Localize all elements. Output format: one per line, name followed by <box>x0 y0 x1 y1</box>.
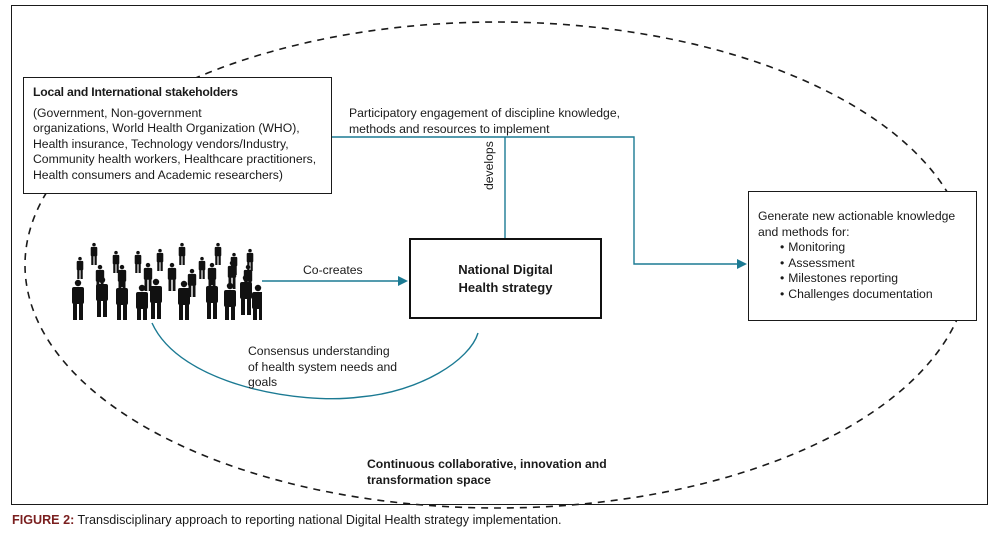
consensus-label-line1: Consensus understanding <box>248 344 390 358</box>
person-figure <box>206 278 218 319</box>
person-figure <box>143 262 153 291</box>
person-figure <box>240 274 252 315</box>
stakeholders-line: organizations, World Health Organization… <box>33 121 300 136</box>
develops-label: develops <box>482 141 496 190</box>
outcome-intro-line2: and methods for: <box>758 224 850 239</box>
strategy-title-line2: Health strategy <box>458 279 553 295</box>
person-figure <box>207 262 217 291</box>
person-figure <box>112 250 120 273</box>
consensus-label-line3: goals <box>248 375 278 390</box>
consensus-arc <box>151 322 479 400</box>
participatory-label-line2: methods and resources to implement <box>349 121 550 136</box>
stakeholders-line: Health consumers and Academic researcher… <box>33 167 283 182</box>
participatory-label: Participatory engagement of discipline k… <box>349 106 649 137</box>
stakeholders-line: Health insurance, Technology vendors/Ind… <box>33 136 289 151</box>
consensus-label-line2: of health system needs and <box>248 359 398 374</box>
person-figure <box>117 264 127 293</box>
figure-caption-text: Transdisciplinary approach to reporting … <box>74 513 562 527</box>
figure-caption: FIGURE 2: Transdisciplinary approach to … <box>12 513 562 527</box>
outcome-item: Milestones reporting <box>780 271 976 287</box>
crowd-of-people-icon <box>72 242 262 320</box>
collaboration-space-label: Continuous collaborative, innovation and… <box>367 457 637 488</box>
person-figure <box>227 260 237 289</box>
space-label-line2: transformation space <box>367 472 491 487</box>
person-figure <box>198 256 206 279</box>
person-figure <box>214 242 222 265</box>
outcome-intro-line1: Generate new actionable knowledge <box>758 209 956 223</box>
person-figure <box>156 248 164 271</box>
person-figure <box>116 280 128 320</box>
outcome-item: Assessment <box>780 256 976 272</box>
participatory-connector <box>332 136 747 269</box>
outcome-item: Monitoring <box>780 240 976 256</box>
stakeholders-box: Local and International stakeholders (Go… <box>23 77 332 194</box>
person-figure <box>224 282 236 320</box>
person-figure <box>90 242 98 265</box>
stakeholders-title: Local and International stakeholders <box>33 85 238 99</box>
figure-label: FIGURE 2: <box>12 513 75 527</box>
strategy-box: National Digital Health strategy <box>409 238 602 319</box>
person-figure <box>76 256 84 279</box>
person-figure <box>134 250 142 273</box>
person-figure <box>96 276 108 317</box>
outcome-item: Challenges documentation <box>780 287 976 303</box>
outcome-list: Monitoring Assessment Milestones reporti… <box>758 240 976 302</box>
person-figure <box>136 284 148 320</box>
strategy-title-line1: National Digital <box>458 261 553 277</box>
consensus-label: Consensus understanding of health system… <box>248 344 408 391</box>
person-figure <box>167 262 177 291</box>
participatory-label-line1: Participatory engagement of discipline k… <box>349 106 620 120</box>
person-figure <box>178 280 190 320</box>
person-figure <box>150 278 162 319</box>
figure-frame <box>11 5 988 505</box>
stakeholders-line: (Government, Non-government <box>33 105 202 120</box>
outcome-box: Generate new actionable knowledge and me… <box>748 191 977 321</box>
person-figure <box>178 242 186 265</box>
stakeholders-line: Community health workers, Healthcare pra… <box>33 152 317 167</box>
space-label-line1: Continuous collaborative, innovation and <box>367 457 607 471</box>
person-figure <box>252 284 262 320</box>
person-figure <box>72 279 84 320</box>
cocreates-label: Co-creates <box>303 263 363 277</box>
